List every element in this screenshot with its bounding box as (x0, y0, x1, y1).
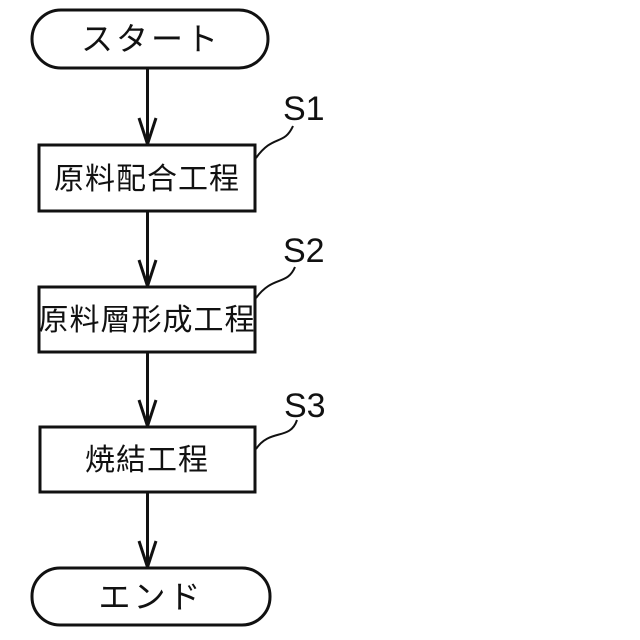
end-terminator-shape (30, 566, 272, 627)
step1-leader-line (255, 125, 294, 159)
step2-process-shape (37, 285, 257, 354)
step1-process-label: 原料配合工程 (54, 163, 240, 196)
step1-step-label: S1 (283, 90, 325, 128)
start-terminator-shape (30, 8, 270, 70)
step3-leader-line (255, 419, 298, 450)
step3-process-label: 焼結工程 (85, 444, 209, 477)
end-terminator-label: エンド (98, 579, 203, 615)
step2-step-label: S2 (283, 232, 325, 270)
step3-step-label: S3 (284, 387, 326, 425)
step2-process-label: 原料層形成工程 (39, 304, 256, 337)
step2-leader-line (255, 266, 296, 299)
step1-process-shape (37, 143, 257, 213)
start-terminator-label: スタート (81, 21, 221, 57)
